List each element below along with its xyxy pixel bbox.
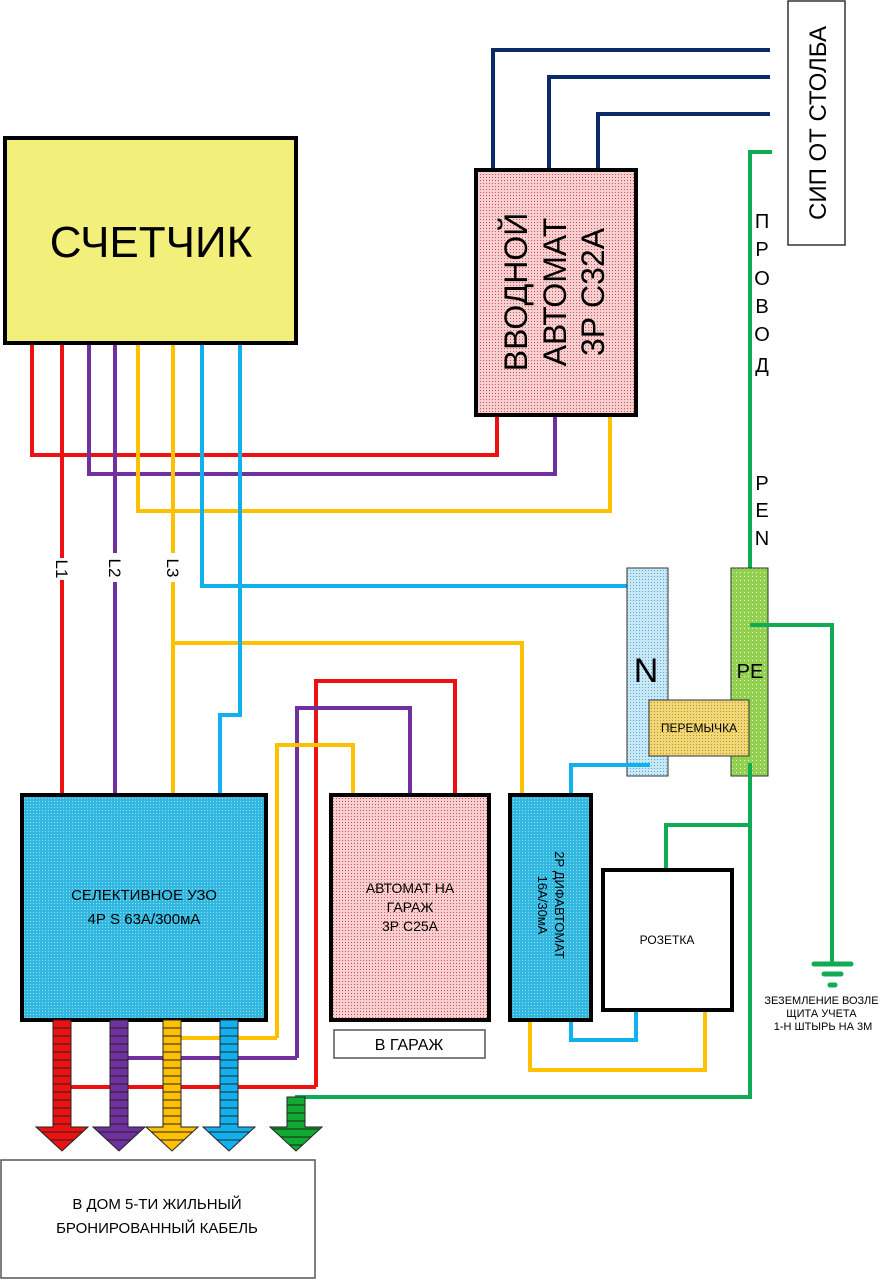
arrow-pe-icon <box>268 1096 324 1152</box>
sip-supply-box: СИП ОТ СТОЛБА <box>787 0 846 246</box>
meter-label: СЧЕТЧИК <box>50 218 253 267</box>
grounding-line-3: 1-Н ШТЫРЬ НА 3М <box>774 1021 873 1033</box>
main-breaker: ВВОДНОЙ АВТОМАТ 3Р С32А <box>474 168 638 417</box>
phase-label-l1: L1 <box>52 560 71 579</box>
arrow-l1-icon <box>34 1019 90 1152</box>
socket-label: РОЗЕТКА <box>640 933 695 947</box>
garage-breaker-line-1: АВТОМАТ НА <box>366 880 455 896</box>
supply-wire-1 <box>491 48 770 170</box>
cable-core-arrows <box>34 1019 324 1152</box>
arrow-l3-icon <box>144 1019 200 1152</box>
grounding-line-2: ЩИТА УЧЕТА <box>786 1008 857 1020</box>
sip-label: СИП ОТ СТОЛБА <box>805 26 832 220</box>
supply-wires <box>491 48 770 170</box>
main-breaker-line-1: ВВОДНОЙ <box>498 213 534 371</box>
socket: РОЗЕТКА <box>601 868 734 1012</box>
garage-caption-box: В ГАРАЖ <box>333 1029 486 1059</box>
ground-symbol-icon <box>811 961 854 988</box>
meter-out-wires <box>60 343 650 795</box>
garage-breaker: АВТОМАТ НА ГАРАЖ 3Р С25А <box>329 793 491 1022</box>
selective-rcd: СЕЛЕКТИВНОЕ УЗО 4Р S 63А/300мА <box>20 793 268 1022</box>
supply-wire-3 <box>596 112 770 170</box>
garage-breaker-line-3: 3Р С25А <box>382 918 439 934</box>
house-cable-line-1: В ДОМ 5-ТИ ЖИЛЬНЫЙ <box>72 1195 241 1213</box>
rcd-line-2: 4Р S 63А/300мА <box>88 911 201 928</box>
grounding-line-1: ЗЕЗЕМЛЕНИЕ ВОЗЛЕ <box>764 995 878 1007</box>
pen-wire <box>748 150 772 608</box>
house-cable-box: В ДОМ 5-ТИ ЖИЛЬНЫЙ БРОНИРОВАННЫЙ КАБЕЛЬ <box>0 1159 316 1279</box>
electricity-meter: СЧЕТЧИК <box>3 136 298 345</box>
meter-in-wires <box>30 343 612 513</box>
main-breaker-line-3: 3Р С32А <box>575 227 611 356</box>
pe-bus-label: PE <box>737 661 764 683</box>
garage-wires <box>60 679 457 1089</box>
garage-breaker-line-2: ГАРАЖ <box>387 899 434 915</box>
rcbo-line-1: 2Р ДИФАВТОМАТ <box>552 851 567 959</box>
garage-caption: В ГАРАЖ <box>375 1037 444 1054</box>
supply-wire-2 <box>547 75 770 170</box>
house-cable-line-2: БРОНИРОВАННЫЙ КАБЕЛЬ <box>56 1219 258 1237</box>
phase-label-l2: L2 <box>105 559 124 578</box>
arrow-n-icon <box>201 1019 257 1152</box>
main-breaker-line-2: АВТОМАТ <box>537 218 573 367</box>
rcbo: 2Р ДИФАВТОМАТ 16А/30мА <box>508 793 593 1022</box>
rcbo-line-2: 16А/30мА <box>535 876 550 935</box>
arrow-l2-icon <box>91 1019 147 1152</box>
phase-label-l3: L3 <box>163 559 182 578</box>
jumper: ПЕРЕМЫЧКА <box>648 699 750 757</box>
jumper-label: ПЕРЕМЫЧКА <box>661 721 737 735</box>
grounding-note: ЗЕЗЕМЛЕНИЕ ВОЗЛЕ ЩИТА УЧЕТА 1-Н ШТЫРЬ НА… <box>764 995 880 1033</box>
rcbo-wires <box>528 763 707 1072</box>
rcd-line-1: СЕЛЕКТИВНОЕ УЗО <box>71 887 217 904</box>
n-bus-label: N <box>634 652 659 690</box>
